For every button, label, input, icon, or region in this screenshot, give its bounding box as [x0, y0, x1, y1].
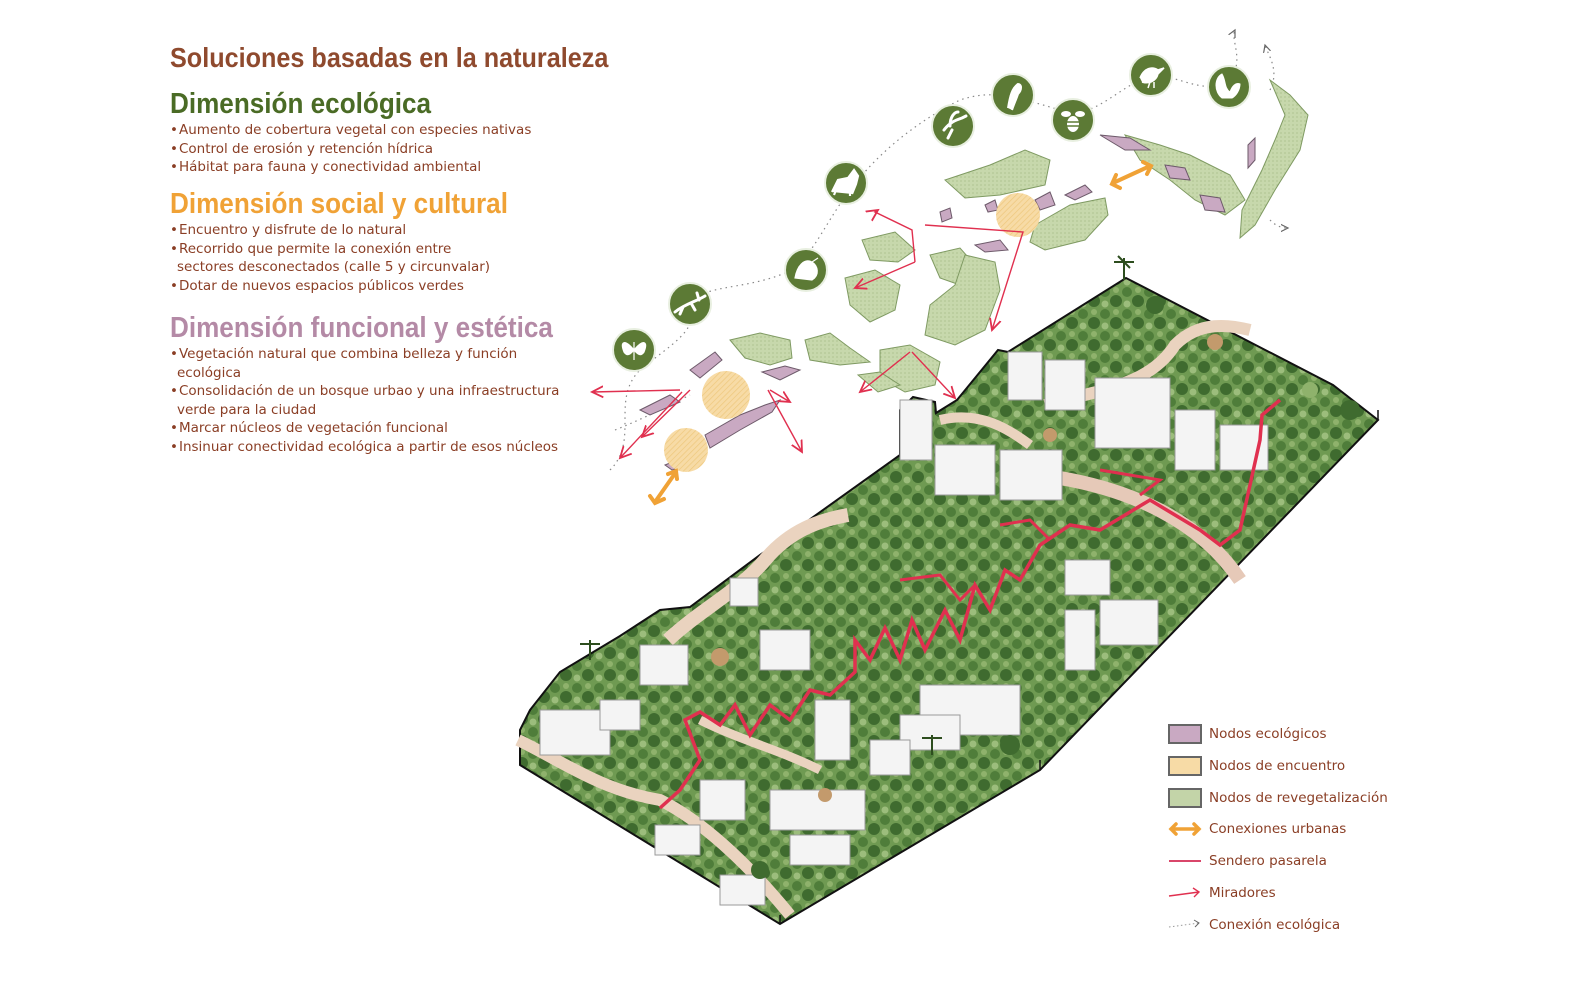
fauna-icons — [612, 53, 1251, 372]
legend-item-nodos-encuentro: Nodos de encuentro — [1168, 754, 1428, 778]
bullet-item: Control de erosión y retención hídrica — [170, 140, 590, 159]
ecological-nodes — [638, 134, 1256, 471]
bullet-item: Hábitat para fauna y conectividad ambien… — [170, 158, 590, 177]
bullet-item: Vegetación natural que combina belleza y… — [170, 345, 580, 382]
dimension-heading-ecologica: Dimensión ecológica — [170, 88, 432, 120]
legend-swatch-purple — [1168, 724, 1202, 744]
dimension-heading-funcional: Dimensión funcional y estética — [170, 312, 553, 344]
bullet-list-social: Encuentro y disfrute de lo natural Recor… — [170, 221, 500, 295]
butterfly-icon — [612, 328, 656, 372]
lizard-icon — [668, 282, 712, 326]
wolf-icon — [824, 161, 868, 205]
legend-label: Nodos de revegetalización — [1209, 790, 1388, 806]
bullet-item: Aumento de cobertura vegetal con especie… — [170, 121, 590, 140]
arrow-icon — [1168, 887, 1201, 898]
legend-item-miradores: Miradores — [1168, 881, 1428, 905]
songbird-icon — [1129, 53, 1173, 97]
legend-label: Miradores — [1209, 885, 1276, 901]
hummingbird-icon — [931, 104, 975, 148]
legend-swatch-green — [1168, 788, 1202, 808]
legend-item-sendero-pasarela: Sendero pasarela — [1168, 849, 1428, 873]
bullet-item: Encuentro y disfrute de lo natural — [170, 221, 500, 240]
legend-label: Conexiones urbanas — [1209, 821, 1347, 837]
bee-icon — [1051, 98, 1095, 142]
site-block — [515, 255, 1380, 926]
legend-label: Nodos de encuentro — [1209, 758, 1346, 774]
walkway-path — [658, 398, 1282, 810]
tree-canopy — [711, 296, 1360, 879]
legend-swatch-yellow — [1168, 756, 1202, 776]
double-arrow-icon — [1168, 822, 1202, 836]
meeting-nodes — [664, 193, 1040, 472]
bullet-item: Recorrido que permite la conexión entre … — [170, 240, 500, 277]
bullet-item: Dotar de nuevos espacios públicos verdes — [170, 277, 500, 296]
legend-label: Conexión ecológica — [1209, 917, 1341, 933]
legend-item-nodos-ecologicos: Nodos ecológicos — [1168, 722, 1428, 746]
legend-label: Sendero pasarela — [1209, 853, 1327, 869]
bullet-list-funcional: Vegetación natural que combina belleza y… — [170, 345, 580, 456]
dotted-arrow-icon — [1168, 919, 1200, 928]
bullet-item: Consolidación de un bosque urbao y una i… — [170, 382, 580, 419]
line-icon — [1169, 860, 1201, 862]
dimension-heading-social: Dimensión social y cultural — [170, 188, 508, 220]
bullet-item: Insinuar conectividad ecológica a partir… — [170, 438, 580, 457]
urban-connection-arrows — [648, 160, 1154, 506]
legend-label: Nodos ecológicos — [1209, 726, 1327, 742]
legend-item-conexion-ecologica: Conexión ecológica — [1168, 913, 1428, 937]
page-title: Soluciones basadas en la naturaleza — [170, 42, 609, 73]
bullet-list-ecologica: Aumento de cobertura vegetal con especie… — [170, 121, 590, 177]
bullet-item: Marcar núcleos de vegetación funcional — [170, 419, 580, 438]
legend-item-nodos-revegetalizacion: Nodos de revegetalización — [1168, 786, 1428, 810]
squirrel-icon — [1207, 65, 1251, 109]
bird-icon — [784, 248, 828, 292]
viewpoint-arrows — [592, 210, 1024, 458]
legend-item-conexiones-urbanas: Conexiones urbanas — [1168, 817, 1428, 841]
parrot-icon — [991, 73, 1035, 117]
